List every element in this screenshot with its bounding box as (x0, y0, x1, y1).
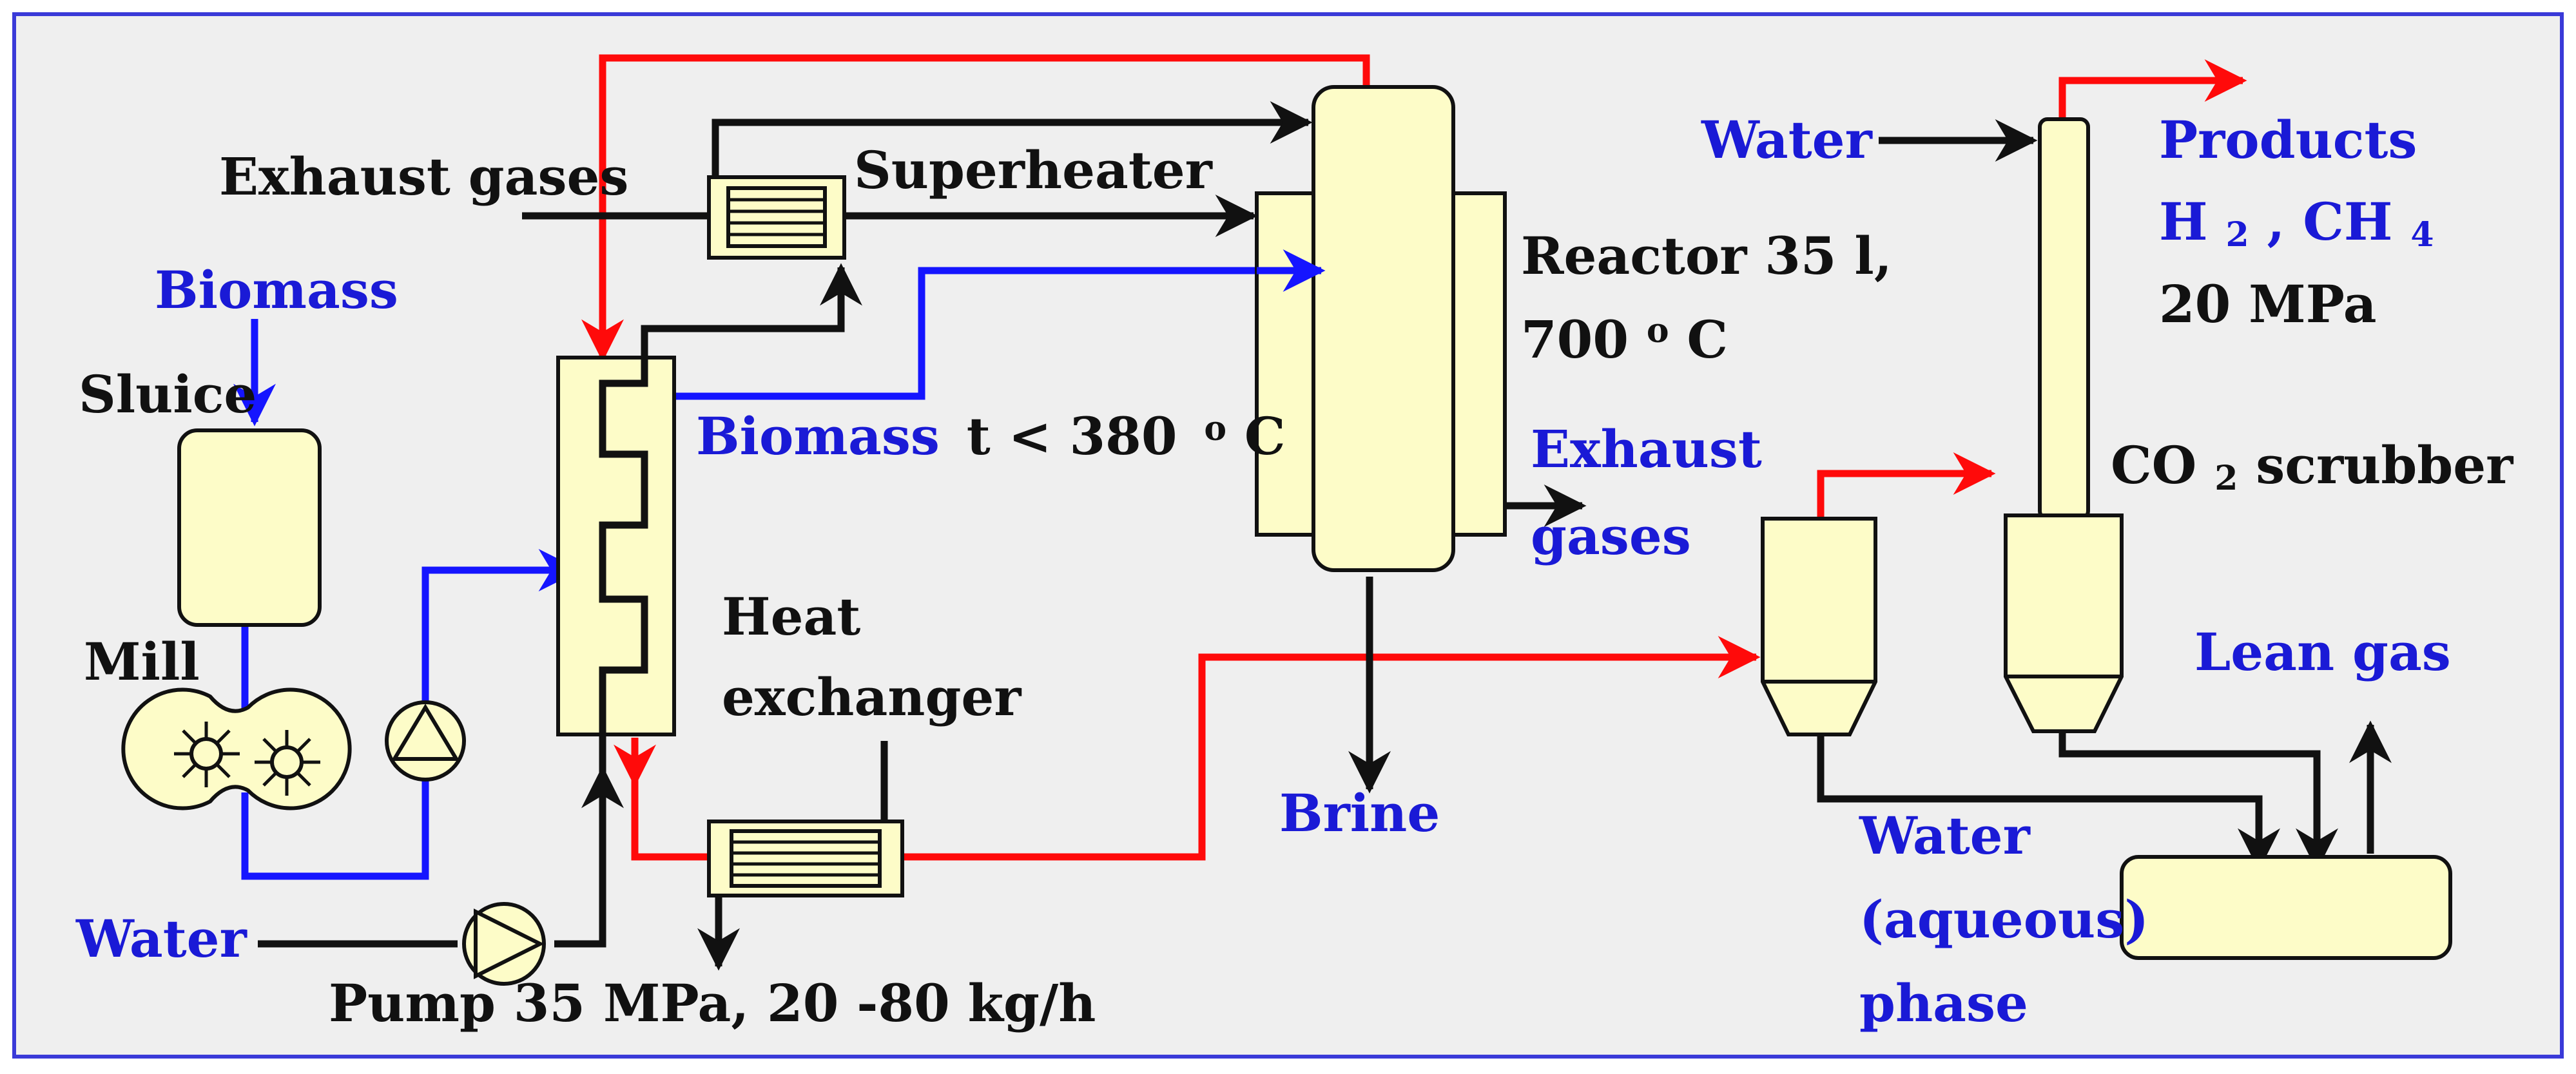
water-pump-line (554, 765, 624, 948)
heat-exchanger-body (556, 356, 676, 736)
sluice-vessel (177, 428, 322, 627)
water-left-label: Water (75, 908, 247, 969)
separator-vessel (1761, 517, 1877, 736)
slurry-pump (385, 700, 466, 782)
aqueous-label-2: (aqueous) (1859, 889, 2149, 950)
separator-gas-line (1817, 452, 1996, 519)
scrubber-drain-line (2058, 731, 2338, 871)
exhaust-out-label-2: gases (1531, 506, 1691, 566)
reactor-label-2: 700 o C (1521, 294, 1728, 370)
lean-gas-label: Lean gas (2194, 622, 2451, 682)
heat-exchanger-label-2: exchanger (722, 667, 1022, 727)
mill-pump-line (241, 773, 429, 880)
water-top-label: Water (1701, 110, 1873, 170)
water-pump (462, 902, 546, 986)
mill (121, 687, 352, 810)
brine-label: Brine (1279, 783, 1440, 843)
exhaust-out-label-1: Exhaust (1531, 419, 1762, 479)
separator-feed-line (902, 636, 1761, 861)
mill-rotor-left (174, 722, 240, 787)
slurry-line (421, 549, 581, 709)
aqueous-label-1: Water (1859, 805, 2031, 866)
steam-line (712, 101, 1313, 177)
superheater-unit (707, 175, 846, 260)
hot-product-line (581, 54, 1370, 362)
products-gases-label: H 2 , CH 4 (2159, 191, 2434, 258)
hot-biomass-line (673, 249, 1326, 400)
reactor-vessel (1312, 85, 1455, 572)
mill-label: Mill (84, 631, 200, 692)
products-line (2058, 59, 2247, 119)
collection-tank (2120, 855, 2452, 960)
reactor-label-1: Reactor 35 l, (1521, 225, 1892, 286)
cooler-unit (707, 820, 904, 897)
pump-label: Pump 35 MPa, 20 -80 kg/h (329, 973, 1096, 1033)
aqueous-label-3: phase (1859, 973, 2028, 1033)
pressure-label: 20 MPa (2159, 274, 2377, 334)
cooler-inlet-line (631, 783, 709, 861)
co2-scrubber-label: CO 2 scrubber (2111, 435, 2513, 502)
mill-rotor-right (255, 730, 320, 796)
exhaust-gases-in-label: Exhaust gases (219, 146, 628, 207)
hx-coil (599, 358, 648, 734)
biomass-temperature-label: Biomass t < 380 o C (696, 392, 1286, 466)
sluice-label: Sluice (79, 364, 257, 425)
aqueous-drain-line (1817, 734, 2280, 871)
superheater-label: Superheater (854, 140, 1213, 200)
products-label: Products (2159, 110, 2417, 170)
co2-scrubber (2004, 117, 2124, 733)
heat-exchanger-label-1: Heat (722, 586, 860, 647)
biomass-label: Biomass (155, 260, 398, 320)
